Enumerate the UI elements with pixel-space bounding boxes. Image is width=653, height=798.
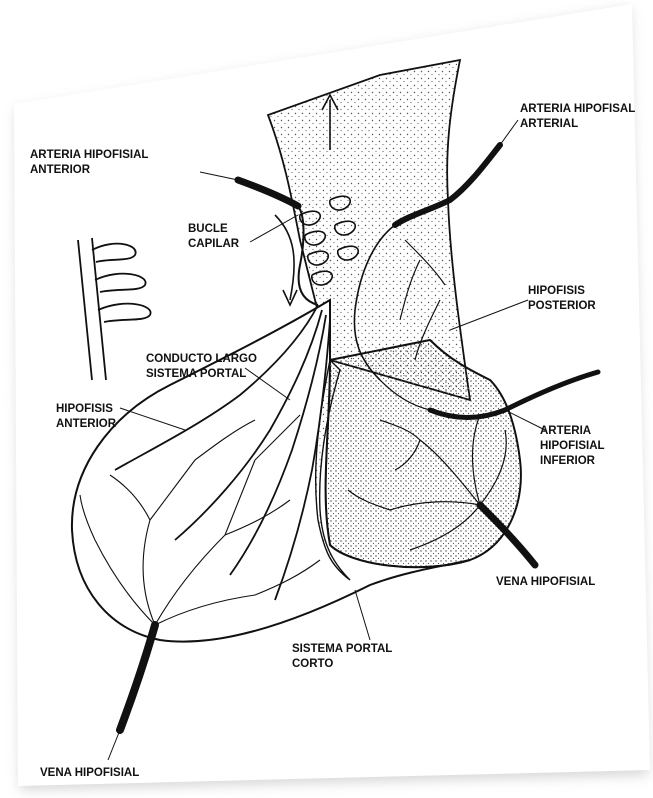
label-arteria-hipofisial-anterior: ARTERIA HIPOFISIAL ANTERIOR [30, 148, 148, 178]
label-vena-hipofisial-bottom: VENA HIPOFISIAL [40, 766, 139, 781]
label-hipofisis-posterior: HIPOFISIS POSTERIOR [528, 284, 596, 314]
label-vena-hipofisial-right: VENA HIPOFISIAL [496, 575, 595, 590]
label-arteria-hipofisial-inferior: ARTERIA HIPOFISIAL INFERIOR [540, 424, 605, 469]
label-hipofisis-anterior: HIPOFISIS ANTERIOR [56, 402, 116, 432]
label-conducto-largo: CONDUCTO LARGO SISTEMA PORTAL [146, 352, 257, 382]
label-arteria-hipofisal-arterial: ARTERIA HIPOFISAL ARTERIAL [520, 102, 635, 132]
label-bucle-capilar: BUCLE CAPILAR [188, 222, 239, 252]
label-sistema-portal-corto: SISTEMA PORTAL CORTO [292, 642, 392, 672]
